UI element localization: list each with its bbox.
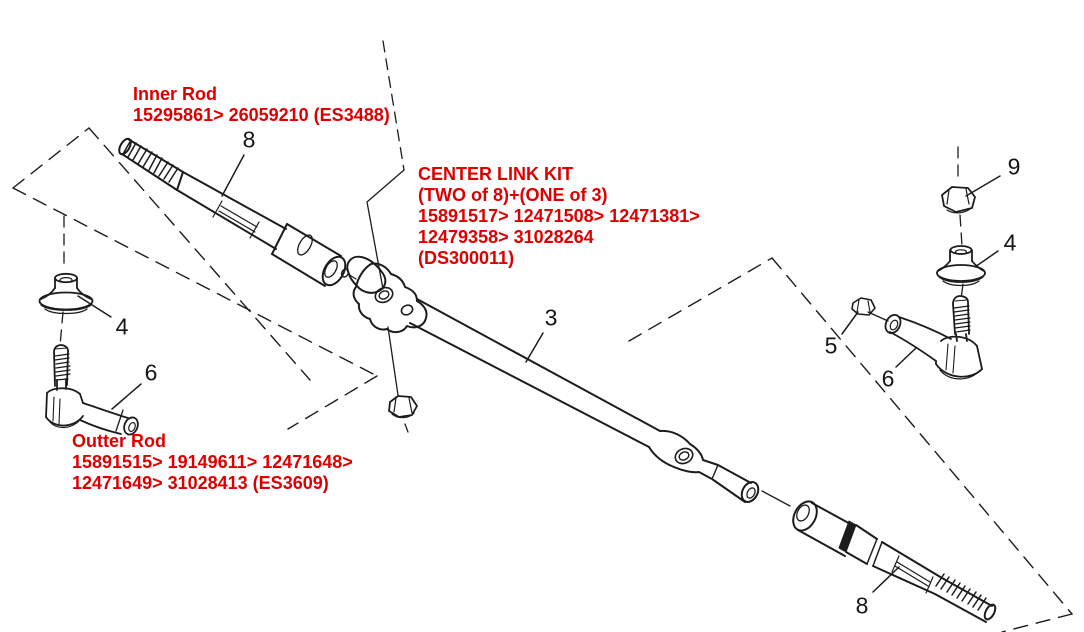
thread-hatch-upper	[122, 139, 179, 183]
inner-rod-lower-drawing	[792, 500, 997, 623]
label-outer-rod-numbers-2: 12471649> 31028413 (ES3609)	[72, 473, 329, 493]
stud-thread-hatch-left	[54, 353, 71, 377]
inner-rod-upper-drawing	[118, 137, 350, 287]
centerlines-dashed	[59, 40, 964, 433]
callout-3-center-link: 3	[544, 304, 558, 331]
label-outer-rod-numbers-1: 15891515> 19149611> 12471648>	[72, 452, 353, 472]
label-center-link-kit-qty: (TWO of 8)+(ONE of 3)	[418, 185, 608, 205]
nut-center-drawing	[388, 395, 418, 419]
reference-plane-left-dashed	[12, 127, 378, 430]
nut-9-drawing	[941, 186, 976, 214]
callout-5-jam-nut: 5	[824, 332, 838, 359]
nut-5-drawing	[851, 297, 876, 316]
label-outer-rod: Outter Rod 15891515> 19149611> 12471648>…	[72, 431, 353, 494]
boot-right-drawing	[936, 245, 986, 287]
stud-thread-hatch-right	[953, 305, 971, 333]
reference-plane-right-dashed	[628, 257, 1073, 632]
shaft-marker-lower	[891, 555, 934, 594]
thread-hatch-lower	[935, 573, 987, 611]
callout-9-stud-nut: 9	[1007, 153, 1021, 180]
outer-rod-left-drawing	[45, 344, 139, 436]
callout-8-upper-inner-rod: 8	[242, 126, 256, 153]
callout-4-right-boot: 4	[1003, 229, 1017, 256]
shaft-marker-upper	[212, 200, 260, 239]
label-outer-rod-title: Outter Rod	[72, 431, 166, 451]
label-inner-rod-title: Inner Rod	[133, 84, 217, 104]
callout-8-lower-inner-rod: 8	[855, 592, 869, 619]
center-link-drawing	[346, 255, 760, 503]
label-center-link-kit: CENTER LINK KIT (TWO of 8)+(ONE of 3) 15…	[418, 164, 700, 269]
callout-4-left-boot: 4	[115, 313, 129, 340]
label-inner-rod-numbers: 15295861> 26059210 (ES3488)	[133, 105, 390, 125]
callout-6-left-outer-rod: 6	[144, 359, 158, 386]
boot-left-drawing	[38, 272, 94, 315]
label-center-link-kit-title: CENTER LINK KIT	[418, 164, 573, 184]
label-center-link-kit-numbers-3: (DS300011)	[418, 248, 515, 268]
outer-rod-right-drawing	[884, 295, 983, 380]
label-center-link-kit-numbers-1: 15891517> 12471508> 12471381>	[418, 206, 700, 226]
label-center-link-kit-numbers-2: 12479358> 31028264	[418, 227, 594, 247]
label-inner-rod: Inner Rod 15295861> 26059210 (ES3488)	[133, 84, 390, 126]
callout-6-right-outer-rod: 6	[881, 365, 895, 392]
